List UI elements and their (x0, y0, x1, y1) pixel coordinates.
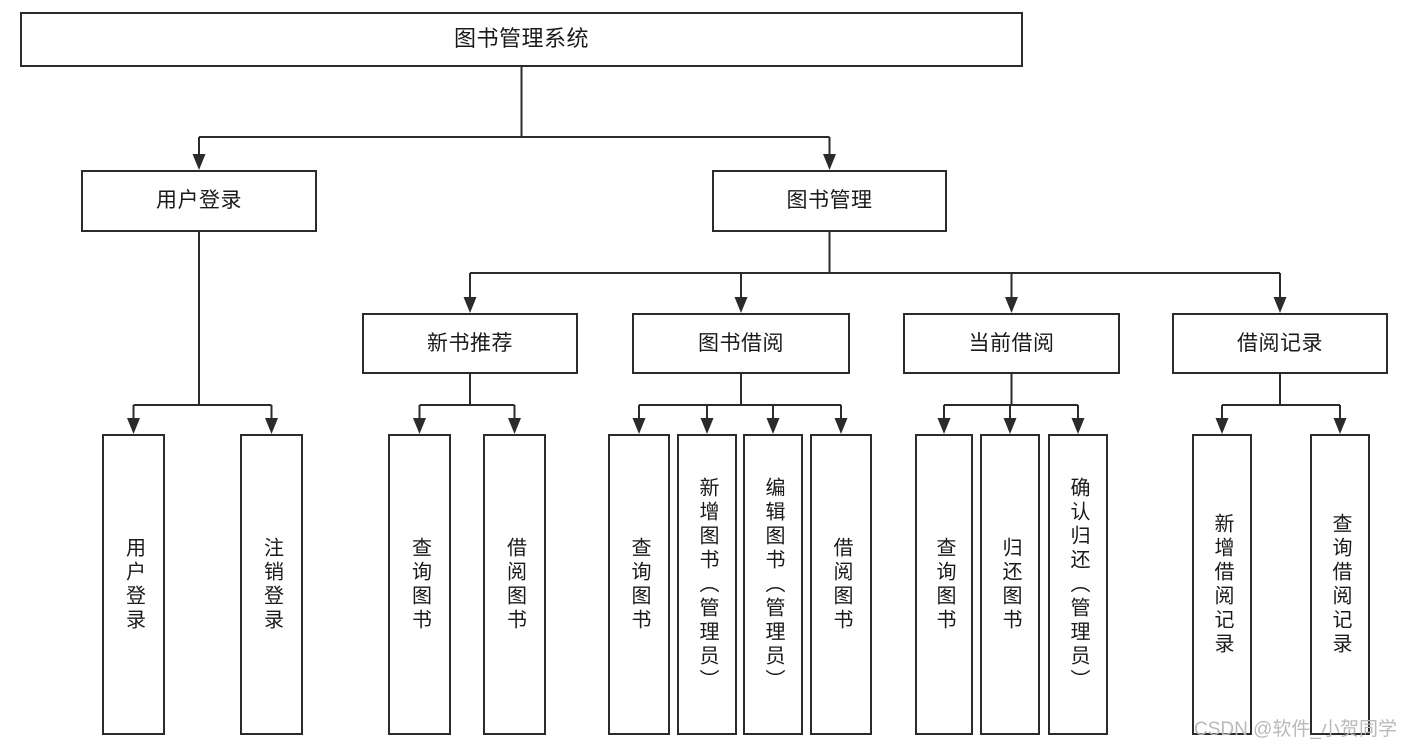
node-borrow[interactable]: 图书借阅 (632, 313, 850, 374)
node-leaf-bq-add[interactable]: 新增图书（管理员） (677, 434, 737, 735)
node-bookmgmt[interactable]: 图书管理 (712, 170, 947, 232)
node-label: 用户登录 (122, 536, 145, 633)
node-leaf-bq-borrow[interactable]: 借阅图书 (810, 434, 872, 735)
node-newbook[interactable]: 新书推荐 (362, 313, 578, 374)
node-label: 查询图书 (408, 536, 431, 633)
node-records[interactable]: 借阅记录 (1172, 313, 1388, 374)
node-label: 借阅记录 (1237, 331, 1323, 355)
node-label: 图书借阅 (698, 331, 784, 355)
node-label: 编辑图书（管理员） (762, 476, 784, 693)
node-root[interactable]: 图书管理系统 (20, 12, 1023, 67)
node-label: 图书管理系统 (453, 26, 589, 52)
node-label: 当前借阅 (968, 331, 1055, 355)
node-leaf-logout[interactable]: 注销登录 (240, 434, 303, 735)
node-label: 新增借阅记录 (1211, 512, 1233, 657)
node-leaf-bq-query[interactable]: 查询图书 (608, 434, 670, 735)
node-leaf-rec-add[interactable]: 新增借阅记录 (1192, 434, 1252, 735)
node-leaf-cur-return[interactable]: 归还图书 (980, 434, 1040, 735)
node-label: 确认归还（管理员） (1067, 476, 1089, 693)
node-label: 新书推荐 (427, 331, 513, 355)
node-leaf-nb-query[interactable]: 查询图书 (388, 434, 451, 735)
node-leaf-cur-query[interactable]: 查询图书 (915, 434, 973, 735)
node-label: 查询图书 (628, 536, 650, 633)
node-leaf-cur-confirm[interactable]: 确认归还（管理员） (1048, 434, 1108, 735)
node-leaf-bq-edit[interactable]: 编辑图书（管理员） (743, 434, 803, 735)
node-leaf-rec-query[interactable]: 查询借阅记录 (1310, 434, 1370, 735)
node-label: 新增图书（管理员） (696, 476, 718, 693)
node-login[interactable]: 用户登录 (81, 170, 317, 232)
csdn-watermark: CSDN @软件_小贺同学 (1194, 719, 1397, 740)
node-label: 图书管理 (786, 189, 873, 213)
node-leaf-nb-borrow[interactable]: 借阅图书 (483, 434, 546, 735)
node-label: 用户登录 (156, 189, 242, 213)
node-current[interactable]: 当前借阅 (903, 313, 1120, 374)
node-label: 归还图书 (999, 536, 1021, 633)
node-label: 查询借阅记录 (1329, 512, 1351, 657)
node-label: 借阅图书 (503, 536, 526, 633)
node-label: 查询图书 (933, 536, 955, 633)
node-label: 借阅图书 (830, 536, 852, 633)
node-label: 注销登录 (260, 536, 283, 633)
node-leaf-login[interactable]: 用户登录 (102, 434, 165, 735)
